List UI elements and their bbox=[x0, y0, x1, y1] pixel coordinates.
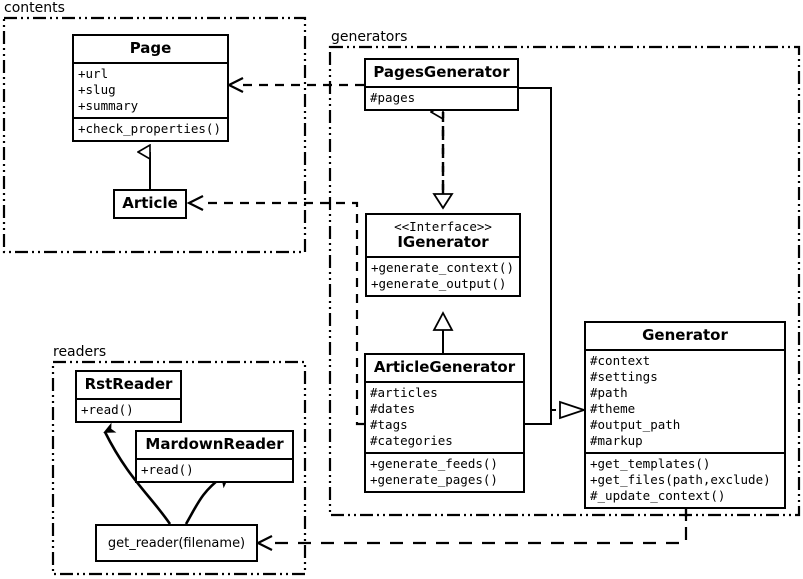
class-name-mardown-reader: MardownReader bbox=[145, 435, 284, 453]
rel-articlegenerator-to-igenerator bbox=[432, 311, 454, 353]
method: +generate_feeds() bbox=[370, 456, 498, 471]
class-name-igenerator-text: IGenerator bbox=[397, 233, 489, 251]
package-label-readers: readers bbox=[51, 344, 110, 360]
class-methods-article-generator: +generate_feeds() +generate_pages() bbox=[366, 452, 523, 491]
class-name-rst-reader: RstReader bbox=[84, 375, 173, 393]
attribute: #tags bbox=[370, 417, 408, 432]
attribute: #articles bbox=[370, 385, 438, 400]
class-methods-igenerator: +generate_context() +generate_output() bbox=[367, 256, 519, 295]
class-attributes-generator: #context #settings #path #theme #output_… bbox=[586, 349, 784, 452]
attribute: +url bbox=[78, 66, 109, 81]
method: +read() bbox=[141, 462, 194, 477]
attribute: #path bbox=[590, 385, 628, 400]
class-name-pages-generator: PagesGenerator bbox=[373, 63, 510, 81]
attribute: #settings bbox=[590, 369, 658, 384]
method: +generate_pages() bbox=[370, 472, 498, 487]
method: #_update_context() bbox=[590, 488, 726, 503]
class-methods-mardown-reader: +read() bbox=[137, 458, 292, 481]
class-box-generator[interactable]: Generator #context #settings #path #them… bbox=[584, 321, 786, 509]
attribute: #categories bbox=[370, 433, 453, 448]
rel-articlegenerator-uses-article bbox=[186, 195, 364, 426]
attribute: #output_path bbox=[590, 417, 681, 432]
class-name-article-generator: ArticleGenerator bbox=[373, 358, 516, 376]
attribute: #context bbox=[590, 353, 651, 368]
class-box-article-generator[interactable]: ArticleGenerator #articles #dates #tags … bbox=[364, 353, 525, 493]
class-stereotype-igenerator: <<Interface>> bbox=[394, 219, 492, 234]
function-box-get-reader[interactable]: get_reader(filename) bbox=[95, 524, 258, 562]
method: +read() bbox=[81, 402, 134, 417]
function-name-get-reader: get_reader(filename) bbox=[107, 535, 246, 551]
class-box-rst-reader[interactable]: RstReader +read() bbox=[75, 370, 182, 423]
class-box-mardown-reader[interactable]: MardownReader +read() bbox=[135, 430, 294, 483]
class-attributes-pages-generator: #pages bbox=[366, 86, 517, 109]
class-box-igenerator[interactable]: <<Interface>> IGenerator +generate_conte… bbox=[365, 213, 521, 297]
method: +get_templates() bbox=[590, 456, 711, 471]
attribute: #dates bbox=[370, 401, 416, 416]
method: +check_properties() bbox=[78, 121, 221, 136]
class-name-igenerator: <<Interface>> IGenerator bbox=[367, 215, 519, 256]
class-name-page: Page bbox=[129, 39, 172, 57]
class-box-pages-generator[interactable]: PagesGenerator #pages bbox=[364, 58, 519, 111]
method: +generate_output() bbox=[371, 276, 507, 291]
class-name-generator: Generator bbox=[642, 326, 728, 344]
method: +get_files(path,exclude) bbox=[590, 472, 771, 487]
rel-get-reader-to-mardownreader bbox=[184, 475, 233, 525]
class-name-article: Article bbox=[122, 194, 178, 212]
attribute: #pages bbox=[370, 90, 416, 105]
rel-pagesgenerator-to-igenerator bbox=[434, 112, 454, 210]
attribute: #theme bbox=[590, 401, 636, 416]
class-attributes-article-generator: #articles #dates #tags #categories bbox=[366, 381, 523, 452]
class-box-article[interactable]: Article bbox=[113, 189, 187, 219]
class-attributes-page: +url +slug +summary bbox=[74, 62, 227, 117]
class-methods-rst-reader: +read() bbox=[77, 398, 180, 421]
package-label-generators: generators bbox=[329, 29, 411, 45]
attribute: #markup bbox=[590, 433, 643, 448]
package-label-contents: contents bbox=[2, 0, 68, 16]
class-methods-page: +check_properties() bbox=[74, 117, 227, 140]
rel-pagesgenerator-uses-page bbox=[226, 77, 364, 93]
rel-generators-to-generator bbox=[519, 87, 587, 425]
rel-generator-uses-get-reader bbox=[255, 504, 688, 551]
attribute: +slug bbox=[78, 82, 116, 97]
method: +generate_context() bbox=[371, 260, 514, 275]
class-methods-generator: +get_templates() +get_files(path,exclude… bbox=[586, 452, 784, 507]
class-box-page[interactable]: Page +url +slug +summary +check_properti… bbox=[72, 34, 229, 142]
attribute: +summary bbox=[78, 98, 139, 113]
